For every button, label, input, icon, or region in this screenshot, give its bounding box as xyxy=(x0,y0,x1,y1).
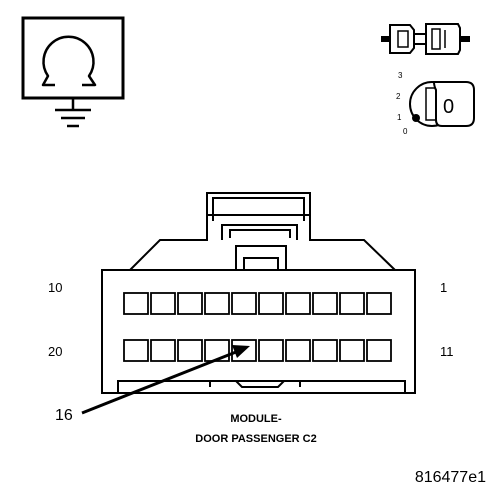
pin-label-bottom-left: 20 xyxy=(48,344,62,359)
pin-cavity xyxy=(123,339,149,362)
callout-pin-label: 16 xyxy=(55,407,73,424)
ohm-ground-icon xyxy=(21,16,125,128)
pin-cavity xyxy=(312,339,338,362)
pin-cavity xyxy=(366,339,392,362)
pin-cavity xyxy=(150,292,176,315)
pin-cavity xyxy=(339,339,365,362)
ignition-key-icon: 3 2 1 0 0 xyxy=(396,71,475,136)
ignition-position-label: 1 xyxy=(397,113,402,122)
connector-pin-row-top xyxy=(123,292,392,315)
pin-cavity xyxy=(123,292,149,315)
figure-id: 816477e1 xyxy=(415,469,486,486)
pin-cavity xyxy=(285,292,311,315)
pin-cavity xyxy=(339,292,365,315)
pin-cavity xyxy=(285,339,311,362)
pin-cavity xyxy=(150,339,176,362)
pin-label-bottom-right: 11 xyxy=(440,344,454,359)
pin-cavity xyxy=(204,339,230,362)
pin-cavity xyxy=(366,292,392,315)
ignition-position-label: 3 xyxy=(398,71,403,80)
pin-cavity xyxy=(312,292,338,315)
ignition-position-label: 2 xyxy=(396,92,401,101)
pin-cavity xyxy=(177,339,203,362)
callout-arrow xyxy=(81,345,250,415)
pin-cavity xyxy=(177,292,203,315)
caption-line-2: DOOR PASSENGER C2 xyxy=(195,433,316,445)
pin-cavity xyxy=(231,292,257,315)
pin-cavity xyxy=(258,339,284,362)
connector-pin-row-bottom xyxy=(123,339,392,362)
connector-housing xyxy=(101,192,416,394)
pin-cavity xyxy=(204,292,230,315)
ignition-selected-position: 0 xyxy=(443,96,454,118)
pin-cavity xyxy=(258,292,284,315)
pin-label-top-left: 10 xyxy=(48,280,62,295)
pin-label-top-right: 1 xyxy=(440,280,447,295)
caption-line-1: MODULE- xyxy=(230,413,282,425)
connector-disconnect-icon xyxy=(381,23,470,55)
ignition-position-label: 0 xyxy=(403,127,408,136)
